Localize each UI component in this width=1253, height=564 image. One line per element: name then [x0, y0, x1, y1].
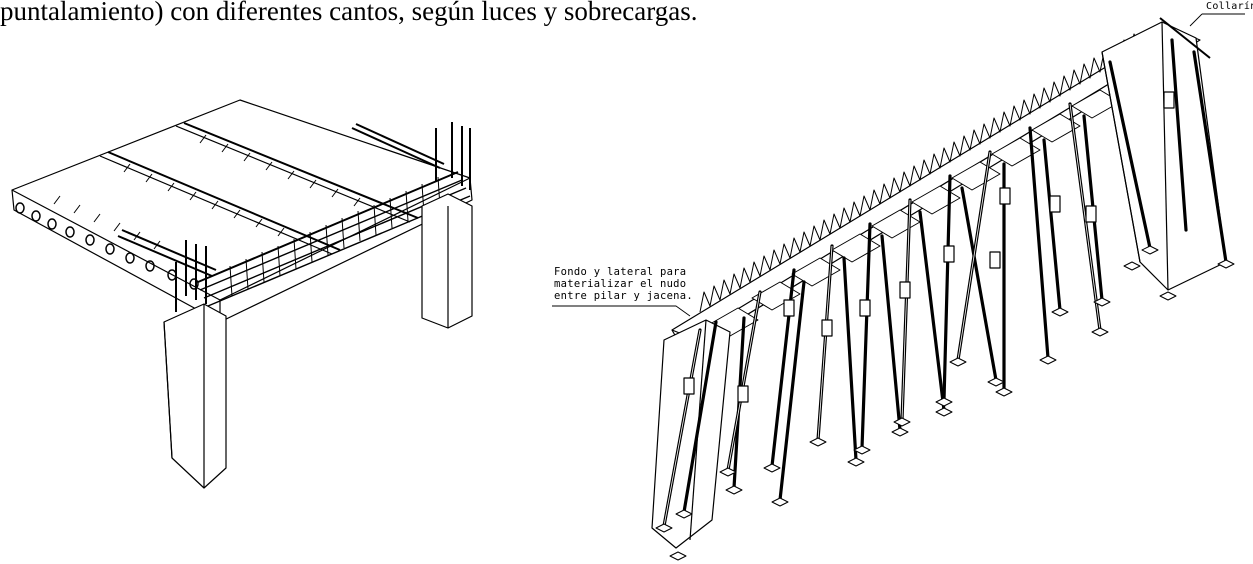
node-formwork-note: Fondo y lateral para materializar el nud…	[554, 266, 693, 302]
top-bars	[117, 123, 445, 277]
slab-hollow-cores	[15, 202, 199, 290]
joist-bands	[99, 122, 419, 255]
formwork-assembly-drawing	[552, 13, 1245, 561]
column-starter-bars	[175, 122, 471, 312]
edge-beam-stirrups	[229, 176, 441, 297]
slab-outline	[11, 99, 471, 301]
prop-collars	[683, 91, 1175, 403]
right-column-formwork	[1101, 21, 1227, 291]
prop-base-plates	[655, 245, 1235, 561]
joist-stirrups	[53, 134, 361, 250]
node-note-line-2: materializar el nudo	[554, 278, 687, 290]
slab-assembly-drawing	[11, 99, 473, 489]
front-column	[163, 303, 227, 489]
collar-label: Collarín	[1206, 1, 1253, 12]
back-column	[421, 193, 473, 329]
node-note-line-1: Fondo y lateral para	[554, 266, 687, 278]
collar-clamp	[1159, 17, 1211, 59]
annotation-leaders	[552, 13, 1245, 317]
formwork-teeth	[699, 33, 1141, 313]
caption-heading: puntalamiento) con diferentes cantos, se…	[0, 0, 698, 26]
node-note-line-3: entre pilar y jacena.	[554, 290, 694, 302]
